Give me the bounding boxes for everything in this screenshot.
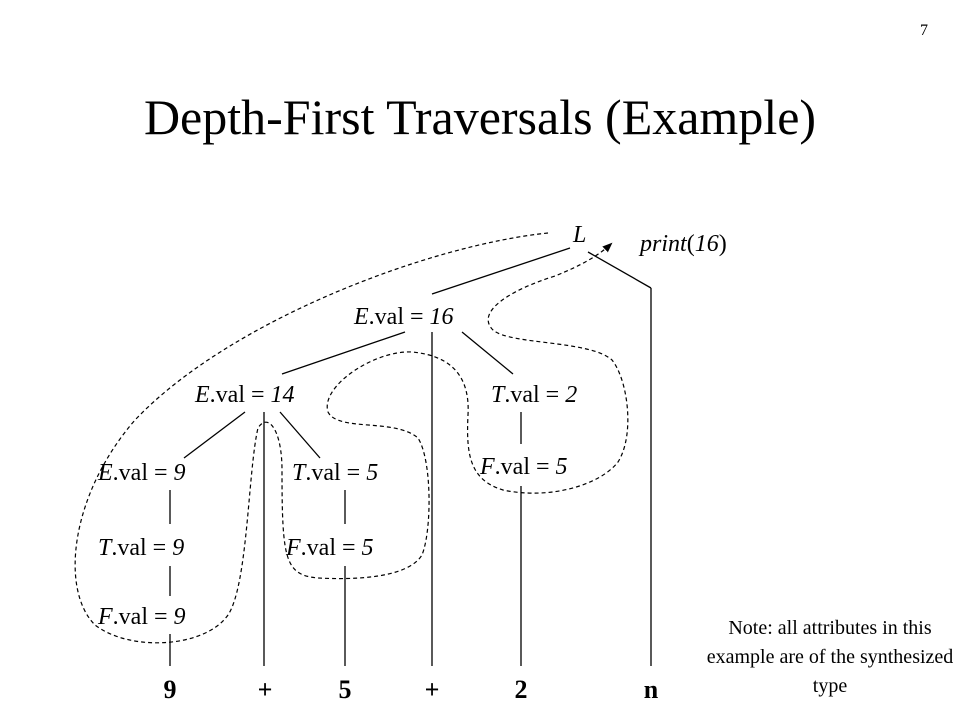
node-t-val-5: T.val = 5	[292, 460, 378, 486]
edge-l-e16	[431, 247, 571, 295]
node-print-action: print(16)	[638, 231, 727, 257]
leaf-plus-2: +	[425, 675, 440, 704]
node-t-val-9-value: 9	[172, 535, 184, 561]
node-e-val-14: E.val = 14	[194, 382, 295, 408]
node-e-val-14-sym: E	[194, 382, 210, 408]
leaf-9: 9	[164, 675, 177, 704]
node-f-val-9: F.val = 9	[97, 604, 186, 630]
node-f-val-9-sym: F	[97, 604, 113, 630]
node-t-val-9-attr: .val =	[111, 535, 172, 561]
node-t-val-5-value: 5	[366, 460, 378, 486]
node-f-val-5: F.val = 5	[285, 535, 374, 561]
node-e-val-9-sym: E	[97, 460, 113, 486]
node-t-val-2-sym: T	[491, 382, 506, 408]
node-e-val-9-attr: .val =	[113, 460, 174, 486]
node-e-val-16: E.val = 16	[353, 304, 454, 330]
tree-edges	[169, 247, 652, 666]
node-root-l: L	[572, 222, 586, 248]
node-f-val-9-value: 9	[174, 604, 186, 630]
node-t-val-5-attr: .val =	[305, 460, 366, 486]
edge-e14-t5	[279, 411, 321, 459]
node-t-val-2-attr: .val =	[504, 382, 565, 408]
node-t-val-2-value: 2	[565, 382, 577, 408]
node-f-val-5-right-attr: .val =	[495, 454, 556, 480]
synthesized-note: Note: all attributes in this example are…	[706, 617, 954, 697]
node-t-val-5-sym: T	[292, 460, 307, 486]
node-e-val-16-value: 16	[430, 304, 454, 330]
node-f-val-5-right: F.val = 5	[479, 454, 568, 480]
leaf-2: 2	[515, 675, 528, 704]
action-rparen: )	[719, 231, 727, 257]
node-t-val-2: T.val = 2	[491, 382, 577, 408]
node-f-val-5-attr: .val =	[301, 535, 362, 561]
node-t-val-9-sym: T	[98, 535, 113, 561]
node-e-val-9: E.val = 9	[97, 460, 186, 486]
node-f-val-5-right-value: 5	[556, 454, 568, 480]
slide-title: Depth-First Traversals (Example)	[143, 89, 817, 145]
node-f-val-9-attr: .val =	[113, 604, 174, 630]
node-e-val-14-attr: .val =	[210, 382, 271, 408]
node-e-val-16-attr: .val =	[369, 304, 430, 330]
node-t-val-9: T.val = 9	[98, 535, 184, 561]
leaf-plus-1: +	[258, 675, 273, 704]
action-fn: print	[638, 231, 688, 257]
node-f-val-5-sym: F	[285, 535, 301, 561]
node-e-val-16-sym: E	[353, 304, 369, 330]
action-arg: 16	[695, 231, 719, 257]
action-lparen: (	[687, 231, 695, 257]
node-f-val-5-value: 5	[362, 535, 374, 561]
node-e-val-14-value: 14	[271, 382, 295, 408]
node-f-val-5-right-sym: F	[479, 454, 495, 480]
edge-l-n	[587, 251, 652, 289]
node-e-val-9-value: 9	[174, 460, 186, 486]
leaf-5: 5	[339, 675, 352, 704]
edge-e16-e14	[281, 331, 406, 375]
traversal-path	[74, 232, 629, 644]
edge-e14-e9	[183, 411, 246, 459]
page-number: 7	[920, 22, 928, 39]
leaf-n: n	[644, 675, 659, 704]
edge-e16-t2	[461, 331, 514, 375]
